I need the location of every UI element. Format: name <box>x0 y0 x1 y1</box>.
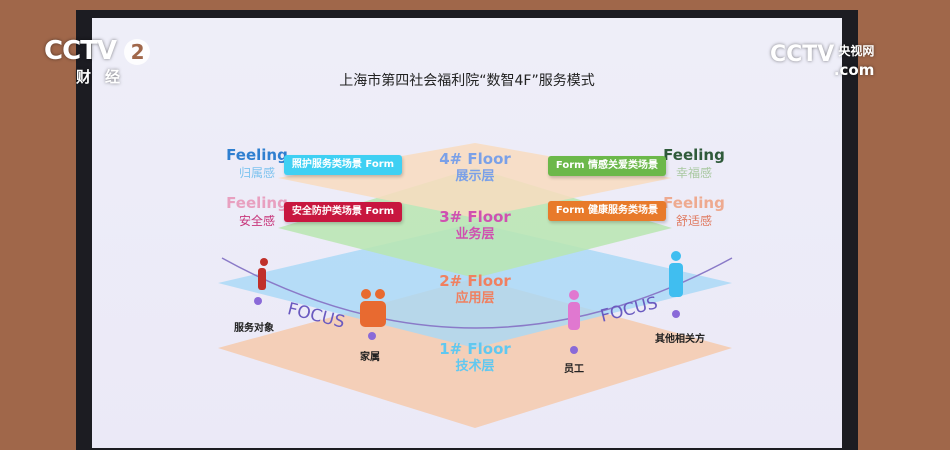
elderly-person-icon <box>258 258 268 290</box>
feeling-value: 归属感 <box>238 166 275 180</box>
stakeholder-service-recipient: 服务对象 <box>234 323 274 334</box>
stakeholder-staff: 员工 <box>564 364 584 375</box>
person-icon <box>669 251 683 297</box>
layer-diagram <box>218 143 733 428</box>
floor-3-layer <box>278 168 672 278</box>
floor-zh: 展示层 <box>455 169 495 184</box>
logo-name: 央视网 <box>838 44 875 58</box>
form-safety: 安全防护类场景 Form <box>284 202 402 222</box>
cctv2-logo: CCTV 2 财经 <box>44 36 151 87</box>
floor-zh: 业务层 <box>455 227 495 242</box>
feeling-label: Feeling <box>663 194 725 212</box>
presentation-slide: 上海市第四社会福利院“数智4F”服务模式 Feeling 归属感 Feeling 幸… <box>92 18 842 448</box>
floor-en: 1# Floor <box>439 340 511 358</box>
feeling-comfort: Feeling 舒适感 <box>659 194 729 229</box>
logo-brand: CCTV <box>44 36 117 66</box>
stakeholder-others: 其他相关方 <box>655 334 705 345</box>
logo-name: 财经 <box>76 68 135 86</box>
node-dot <box>254 297 262 305</box>
node-dot <box>368 332 376 340</box>
form-health: Form 健康服务类场景 <box>548 201 666 221</box>
feeling-label: Feeling <box>226 146 288 164</box>
floor-en: 3# Floor <box>439 208 511 226</box>
feeling-belonging: Feeling 归属感 <box>222 146 292 181</box>
form-emotional: Form 情感关爱类场景 <box>548 156 666 176</box>
logo-domain: .com <box>833 61 875 79</box>
feeling-value: 舒适感 <box>675 214 712 228</box>
node-dot <box>672 310 680 318</box>
floor-zh: 应用层 <box>455 291 495 306</box>
family-icon <box>360 289 386 327</box>
node-dot <box>570 346 578 354</box>
floor-en: 4# Floor <box>439 150 511 168</box>
floor-2-layer <box>218 223 732 348</box>
feeling-safety: Feeling 安全感 <box>222 194 292 229</box>
feeling-value: 幸福感 <box>675 166 712 180</box>
floor-en: 2# Floor <box>439 272 511 290</box>
stakeholder-family: 家属 <box>360 352 380 363</box>
focus-arc <box>221 257 733 329</box>
form-care: 照护服务类场景 Form <box>284 155 402 175</box>
feeling-happiness: Feeling 幸福感 <box>659 146 729 181</box>
logo-brand: CCTV <box>770 42 835 67</box>
staff-icon <box>568 290 580 330</box>
feeling-label: Feeling <box>226 194 288 212</box>
feeling-value: 安全感 <box>238 214 275 228</box>
slide-title: 上海市第四社会福利院“数智4F”服务模式 <box>339 73 595 89</box>
floor-zh: 技术层 <box>455 359 495 374</box>
logo-channel: 2 <box>124 39 151 65</box>
feeling-label: Feeling <box>663 146 725 164</box>
